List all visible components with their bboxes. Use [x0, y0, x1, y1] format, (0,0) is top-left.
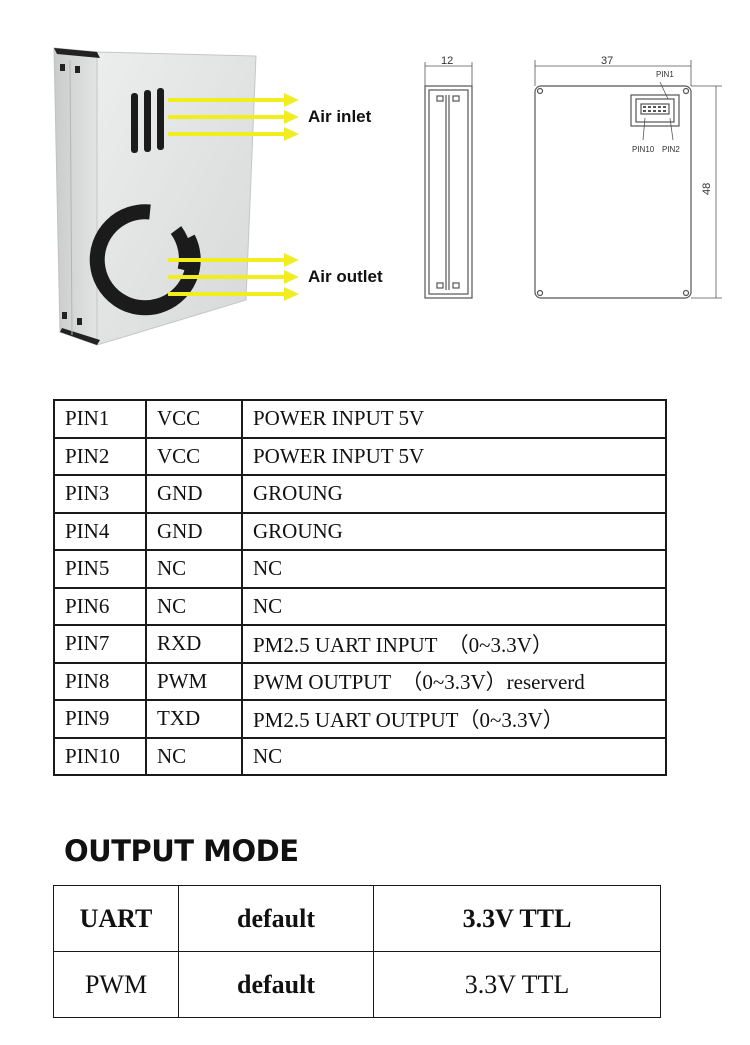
description-cell: POWER INPUT 5V [241, 436, 667, 476]
mode-cell: PWM [53, 951, 179, 1018]
pin-cell: PIN10 [53, 736, 147, 776]
airflow-arrow-head [284, 253, 299, 267]
front-height-dimension: 48 [701, 183, 713, 195]
airflow-arrows [168, 93, 299, 301]
pin-cell: PIN2 [53, 436, 147, 476]
signal-cell: NC [145, 549, 243, 589]
mode-cell: UART [53, 885, 179, 952]
description-cell: GROUNG [241, 474, 667, 514]
pin-cell: PIN3 [53, 474, 147, 514]
output-mode-title: OUTPUT MODE [64, 834, 299, 868]
vent-slots [131, 88, 164, 153]
signal-cell: GND [145, 511, 243, 551]
airflow-arrow-head [284, 93, 299, 107]
signal-cell: VCC [145, 399, 243, 439]
sensor-diagram: Air inlet Air outlet 12 [53, 47, 722, 346]
description-cell: NC [241, 736, 667, 776]
pin-cell: PIN6 [53, 586, 147, 626]
pin1-label: PIN1 [656, 70, 674, 79]
level-cell: 3.3V TTL [373, 951, 661, 1018]
air-outlet-label: Air outlet [308, 267, 383, 286]
setting-cell: default [178, 951, 374, 1018]
description-cell: POWER INPUT 5V [241, 399, 667, 439]
pin-cell: PIN1 [53, 399, 147, 439]
pin-cell: PIN9 [53, 699, 147, 739]
side-width-dimension: 12 [441, 55, 453, 67]
signal-cell: NC [145, 586, 243, 626]
description-cell: NC [241, 549, 667, 589]
description-cell: GROUNG [241, 511, 667, 551]
signal-cell: PWM [145, 661, 243, 701]
pin2-label: PIN2 [662, 145, 680, 154]
airflow-arrow-head [284, 127, 299, 141]
signal-cell: RXD [145, 624, 243, 664]
sensor-photo [53, 47, 257, 346]
signal-cell: NC [145, 736, 243, 776]
front-width-dimension: 37 [601, 55, 613, 67]
pin-cell: PIN4 [53, 511, 147, 551]
airflow-arrow-head [284, 270, 299, 284]
pin-cell: PIN8 [53, 661, 147, 701]
setting-cell: default [178, 885, 374, 952]
pin-cell: PIN7 [53, 624, 147, 664]
airflow-arrow-head [284, 110, 299, 124]
pin-cell: PIN5 [53, 549, 147, 589]
signal-cell: TXD [145, 699, 243, 739]
description-cell: PM2.5 UART INPUT （0~3.3V） [241, 624, 667, 664]
description-cell: PWM OUTPUT （0~3.3V）reserverd [241, 661, 667, 701]
description-cell: PM2.5 UART OUTPUT（0~3.3V） [241, 699, 667, 739]
signal-cell: GND [145, 474, 243, 514]
level-cell: 3.3V TTL [373, 885, 661, 952]
side-view-drawing [424, 62, 473, 299]
pin10-label: PIN10 [632, 145, 655, 154]
connector-pins [643, 106, 666, 112]
signal-cell: VCC [145, 436, 243, 476]
airflow-arrow-head [284, 287, 299, 301]
description-cell: NC [241, 586, 667, 626]
front-view-drawing [534, 60, 722, 299]
air-inlet-label: Air inlet [308, 107, 372, 126]
